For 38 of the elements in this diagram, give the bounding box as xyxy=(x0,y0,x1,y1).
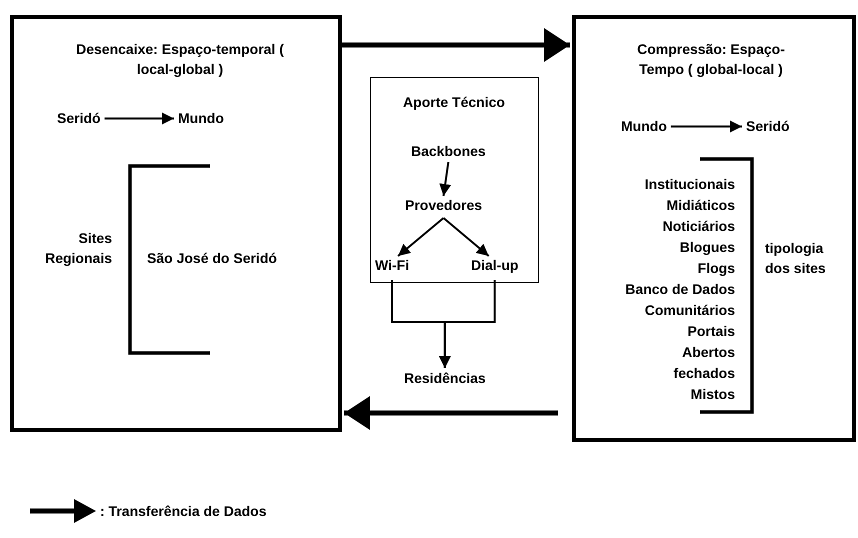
site-type-label: fechados xyxy=(672,364,735,383)
arrow xyxy=(104,112,174,124)
flow-label: Mundo xyxy=(178,110,224,127)
flow-label: Wi-Fi xyxy=(375,257,410,274)
flow-label: Mundo xyxy=(621,118,667,135)
flow-label: Provedores xyxy=(405,197,482,214)
arrow xyxy=(439,162,452,196)
arrow xyxy=(342,28,570,62)
site-type-label: Comunitários xyxy=(644,301,735,320)
flow-label: Dial-up xyxy=(471,257,518,274)
flow-label: Backbones xyxy=(411,143,486,160)
site-type-label: Blogues xyxy=(678,238,735,257)
site-type-label: Midiáticos xyxy=(666,196,735,215)
arrow xyxy=(670,120,742,132)
site-type-label: Banco de Dados xyxy=(624,280,735,299)
panel-box xyxy=(370,77,539,283)
site-type-label: Abertos xyxy=(681,343,735,362)
panel-box xyxy=(10,15,342,432)
panel-box xyxy=(572,15,856,442)
site-type-label: Flogs xyxy=(696,259,735,278)
panel-heading: Compressão: Espaço-Tempo ( global-local ) xyxy=(636,40,786,79)
site-type-label: Noticiários xyxy=(662,217,735,236)
panel-heading: Aporte Técnico xyxy=(402,93,506,112)
arrow xyxy=(397,217,444,257)
flow-label: Residências xyxy=(404,370,486,387)
panel-heading: Desencaixe: Espaço-temporal ( local-global ) xyxy=(75,40,285,79)
arrow xyxy=(344,396,558,430)
site-type-label: Mistos xyxy=(690,385,735,404)
flow-label: Seridó xyxy=(57,110,101,127)
bracket-caption: tipologia dos sites xyxy=(765,239,827,278)
flow-label: Seridó xyxy=(746,118,790,135)
site-type-label: Institucionais xyxy=(644,175,735,194)
site-label: São José do Seridó xyxy=(147,249,278,268)
legend-text: : Transferência de Dados xyxy=(100,502,267,521)
bracket-caption: Sites Regionais xyxy=(44,229,112,268)
site-type-label: Portais xyxy=(686,322,735,341)
arrow xyxy=(438,280,496,368)
arrow xyxy=(442,217,490,257)
